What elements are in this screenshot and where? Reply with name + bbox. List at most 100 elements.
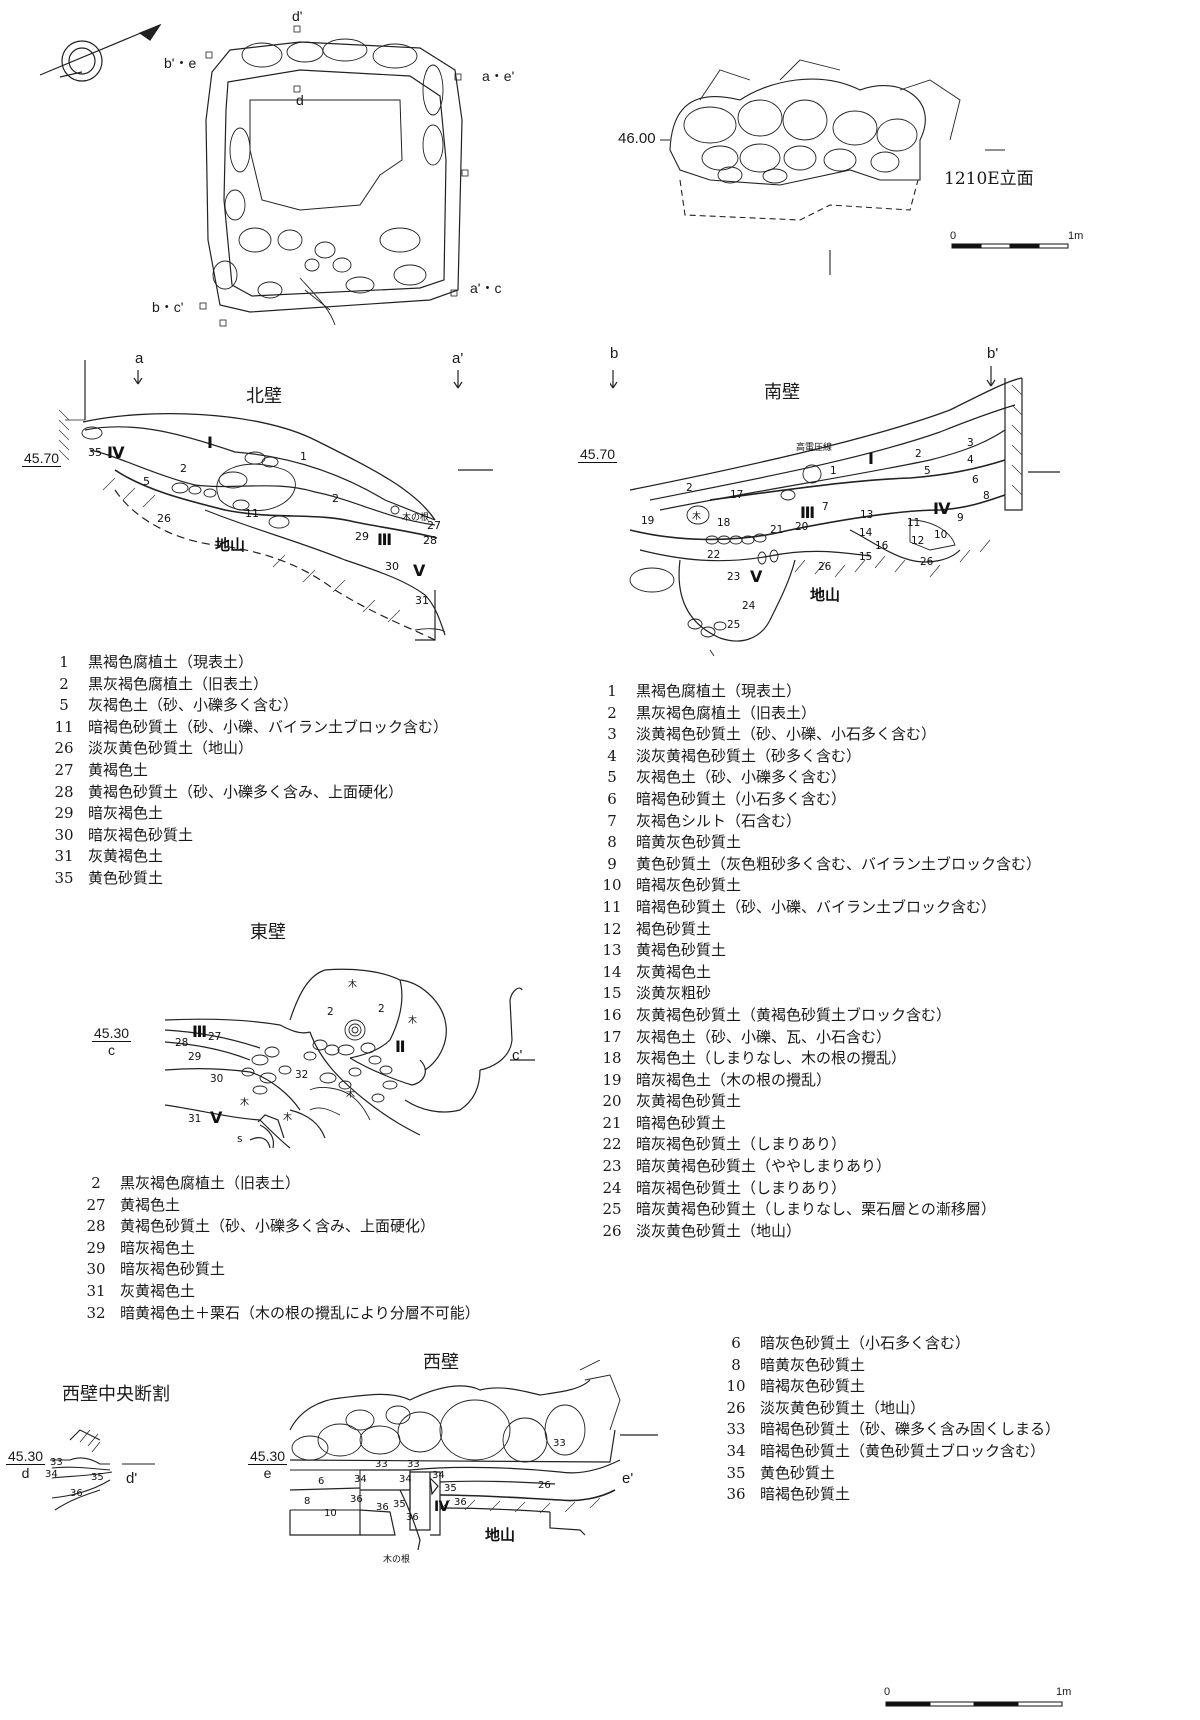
south-layer-18: 18 [717,517,730,529]
west-layer-35b: 35 [444,1483,457,1494]
west-marker-e-prime: e' [622,1470,634,1487]
south-layer-3: 3 [967,437,974,449]
plan-point-a-e-prime: a・e' [482,68,515,84]
south-layer-24: 24 [742,600,756,612]
south-layer-17: 17 [730,489,743,501]
plan-point-b-prime-e: b'・e [164,55,197,71]
west-layer-6: 6 [318,1476,324,1487]
east-layer-30: 30 [210,1073,223,1085]
south-layer-tree: 木 [692,510,701,522]
south-layer-4: 4 [967,454,974,466]
south-layer-22: 22 [707,549,720,561]
north-layer-27: 27 [427,519,441,532]
scale-bottom-zero: 0 [884,1686,891,1698]
north-roman-iv: Ⅳ [107,443,125,462]
west-layer-34c: 34 [432,1470,445,1481]
east-roman-v: Ⅴ [210,1108,223,1127]
east-wall-title: 東壁 [250,922,286,943]
north-layer-2a: 2 [180,462,187,475]
scale-bottom-end: 1m [1056,1686,1072,1698]
east-roman-ii: Ⅱ [395,1037,406,1056]
west-layer-26: 26 [538,1480,551,1491]
west-center-marker-d-prime: d' [126,1470,138,1487]
south-roman-i: Ⅰ [868,449,874,468]
east-layer-31: 31 [188,1113,201,1125]
west-layer-36a: 36 [350,1494,363,1505]
north-marker-a-prime: a' [452,350,464,367]
north-layer-5: 5 [143,475,150,488]
east-layer-28: 28 [175,1037,188,1049]
south-layer-8: 8 [983,490,990,502]
plan-point-d: d [296,92,304,108]
south-roman-iii: Ⅲ [800,503,815,522]
south-layer-15: 15 [859,551,872,563]
south-layer-7: 7 [822,501,829,513]
west-tree-root: 木の根 [383,1553,410,1565]
south-elevation: 45.70 [578,446,618,463]
scale-bar-top [951,243,1069,249]
north-wall-title: 北壁 [246,386,282,407]
south-layer-2b: 2 [686,482,693,494]
west-wall-title: 西壁 [423,1352,459,1373]
south-layer-13: 13 [860,509,873,521]
north-roman-iii: Ⅲ [377,530,392,549]
east-layer-tree-top: 木 [348,978,357,990]
south-power-line: 高電圧線 [796,441,832,453]
west-layer-36d: 36 [454,1497,467,1508]
south-marker-b: b [610,345,619,362]
south-layer-12: 12 [911,535,924,547]
east-layer-tree-b: 木 [283,1111,292,1123]
south-layer-25: 25 [727,619,740,631]
elevation-46-label: 46.00 [618,130,656,147]
scale-bar-bottom [885,1701,1063,1707]
east-layer-s: s [237,1133,242,1145]
west-center-profile: 33 34 35 36 [45,1429,155,1511]
west-layer-34b: 34 [399,1474,412,1485]
south-layer-9: 9 [957,512,964,524]
west-wall-profile: 33 33 33 34 34 34 35 35 36 36 36 36 6 8 … [289,1360,658,1565]
south-layer-14: 14 [859,527,873,539]
north-jizan: 地山 [215,536,245,554]
south-layer-1: 1 [830,465,837,477]
north-layer-2b: 2 [332,492,339,505]
north-layer-11: 11 [245,507,259,520]
east-layer-27: 27 [208,1031,221,1043]
west-layer-36c: 36 [406,1512,419,1523]
north-wall-profile: 1 2 2 5 35 26 11 29 27 28 30 31 木の根 Ⅰ Ⅳ … [58,360,493,641]
south-roman-iv: Ⅳ [933,499,951,518]
west-center-layer-36: 36 [70,1488,83,1499]
north-layer-30: 30 [385,560,399,573]
plan-point-b-c-prime: b・c' [152,299,184,315]
